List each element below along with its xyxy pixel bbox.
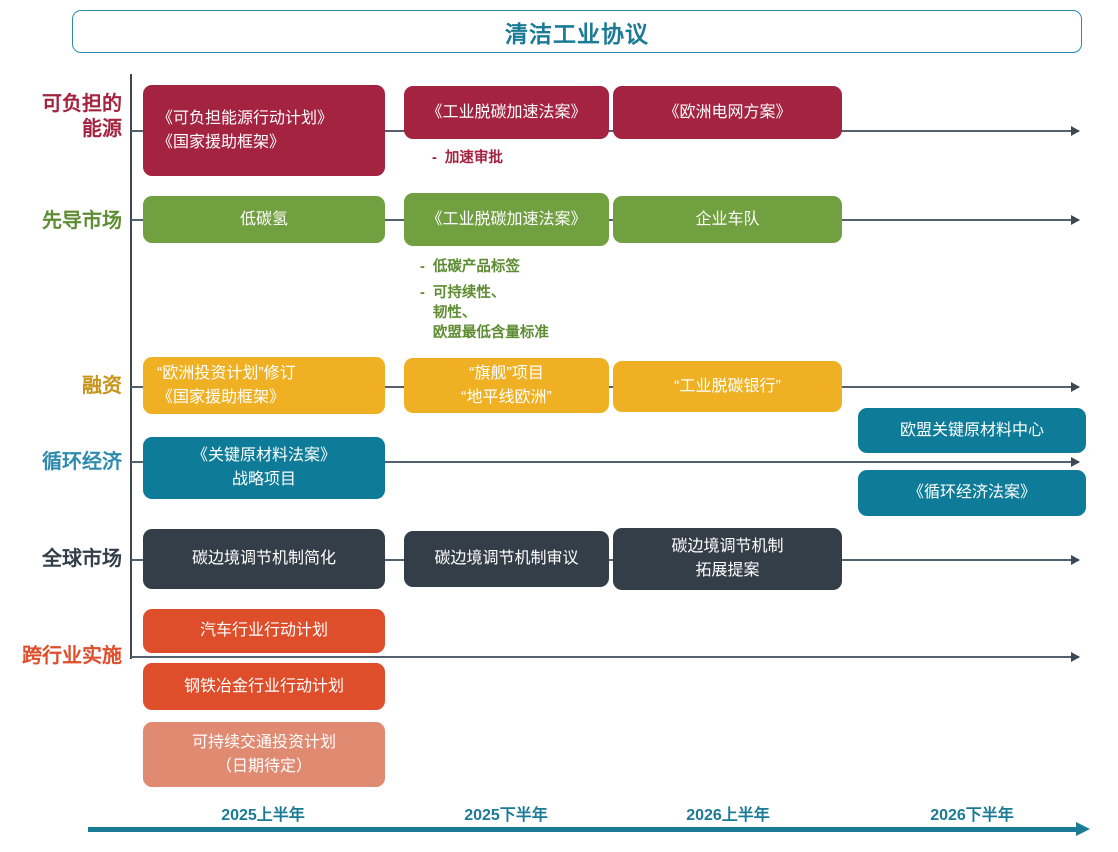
- milestone-box[interactable]: 可持续交通投资计划 （日期待定）: [143, 722, 385, 787]
- milestone-box[interactable]: 《循环经济法案》: [858, 470, 1086, 516]
- milestone-box[interactable]: 汽车行业行动计划: [143, 609, 385, 653]
- bullet-item: - 加速审批: [432, 148, 632, 168]
- row-arrow-circular-economy: [131, 457, 1080, 467]
- milestone-box[interactable]: 低碳氢: [143, 196, 385, 243]
- milestone-box[interactable]: 钢铁冶金行业行动计划: [143, 663, 385, 710]
- row-label-cross-sector-implementation: 跨行业实施: [22, 645, 122, 667]
- bullet-dash: -: [420, 259, 425, 275]
- vertical-axis-line: [130, 74, 132, 659]
- milestone-box[interactable]: 《关键原材料法案》 战略项目: [143, 437, 385, 499]
- page-title: 清洁工业协议: [505, 20, 649, 47]
- milestone-box[interactable]: “工业脱碳银行”: [613, 361, 842, 412]
- milestone-box[interactable]: 《可负担能源行动计划》 《国家援助框架》: [143, 85, 385, 176]
- diagram-title-box: 清洁工业协议: [72, 10, 1082, 53]
- bullet-text: 加速审批: [444, 150, 503, 166]
- milestone-box[interactable]: 《欧洲电网方案》: [613, 86, 842, 139]
- timeline-label-2025-h2: 2025下半年: [464, 807, 548, 824]
- timeline-label-2026-h2: 2026下半年: [930, 807, 1014, 824]
- bullet-dash: -: [432, 150, 437, 166]
- row-label-circular-economy: 循环经济: [42, 451, 122, 473]
- milestone-box[interactable]: 企业车队: [613, 196, 842, 243]
- milestone-box[interactable]: “欧洲投资计划”修订 《国家援助框架》: [143, 357, 385, 414]
- timeline-label-2025-h1: 2025上半年: [221, 807, 305, 824]
- row-arrow-cross-sector-implementation: [131, 652, 1080, 662]
- timeline-label-2026-h1: 2026上半年: [686, 807, 770, 824]
- row-label-affordable-energy: 可负担的 能源: [42, 93, 122, 140]
- milestone-box[interactable]: 《工业脱碳加速法案》: [404, 86, 609, 139]
- milestone-box[interactable]: 碳边境调节机制审议: [404, 531, 609, 587]
- row-label-financing: 融资: [82, 375, 122, 397]
- row-label-global-markets: 全球市场: [42, 548, 122, 570]
- milestone-box[interactable]: “旗舰”项目 “地平线欧洲”: [404, 358, 609, 413]
- milestone-box[interactable]: 碳边境调节机制简化: [143, 529, 385, 589]
- bullet-text: 低碳产品标签: [432, 259, 520, 275]
- milestone-box[interactable]: 碳边境调节机制 拓展提案: [613, 528, 842, 590]
- bullet-item: - 可持续性、 韧性、 欧盟最低含量标准: [420, 283, 640, 343]
- bullet-dash: -: [420, 285, 425, 301]
- bullet-item: - 低碳产品标签: [420, 257, 640, 277]
- bullet-text: 可持续性、 韧性、 欧盟最低含量标准: [432, 285, 549, 341]
- row-label-lead-markets: 先导市场: [42, 210, 122, 232]
- milestone-box[interactable]: 欧盟关键原材料中心: [858, 408, 1086, 453]
- milestone-box[interactable]: 《工业脱碳加速法案》: [404, 193, 609, 246]
- timeline-axis-arrow: [88, 822, 1090, 836]
